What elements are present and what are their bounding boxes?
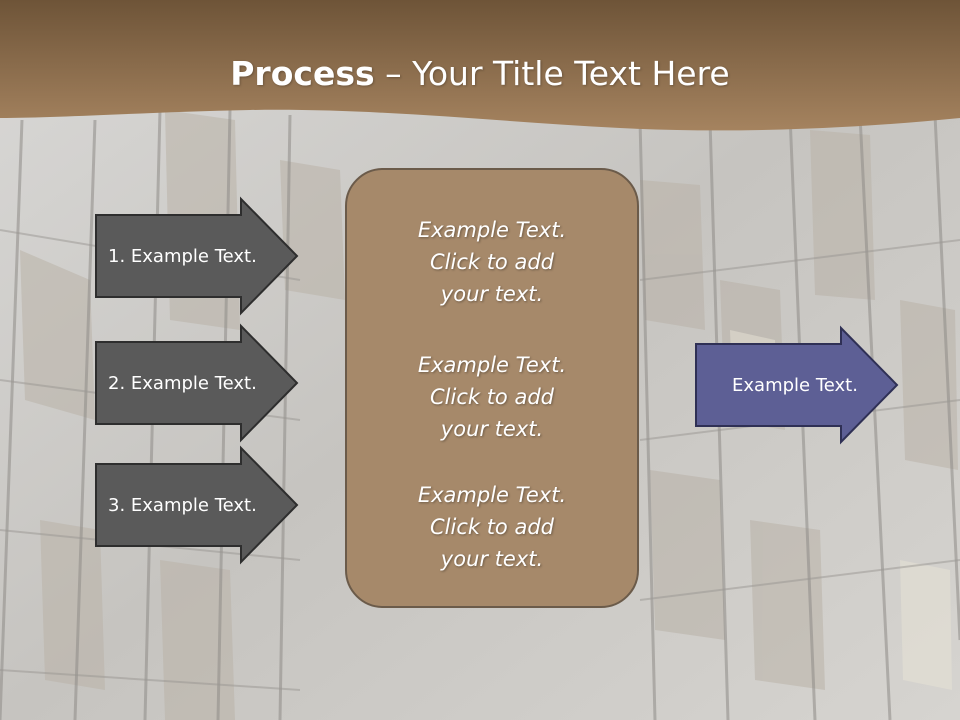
title-bold: Process [230,54,375,93]
panel-block-2-line-3: your text. [440,417,544,441]
center-text-panel[interactable]: Example Text. Click to add your text. Ex… [345,168,639,608]
panel-block-3-line-1: Example Text. [417,483,567,507]
panel-block-3-line-3: your text. [440,547,544,571]
panel-text-block-2[interactable]: Example Text. Click to add your text. [347,349,637,445]
panel-text-block-3[interactable]: Example Text. Click to add your text. [347,479,637,575]
arrow-step-1-label: 1. Example Text. [108,245,257,267]
arrow-step-1-shape [95,196,299,316]
arrow-step-2-label: 2. Example Text. [108,372,257,394]
panel-block-1-line-1: Example Text. [417,218,567,242]
page-title: Process – Your Title Text Here [0,50,960,98]
panel-block-2-line-1: Example Text. [417,353,567,377]
title-rest: – Your Title Text Here [374,54,730,93]
arrow-step-3[interactable]: 3. Example Text. [95,445,299,565]
arrow-step-1[interactable]: 1. Example Text. [95,196,299,316]
panel-block-2-line-2: Click to add [429,385,554,409]
arrow-step-2-shape [95,323,299,443]
arrow-result-shape [695,325,899,445]
arrow-step-3-shape [95,445,299,565]
arrow-step-3-label: 3. Example Text. [108,494,257,516]
arrow-result-label: Example Text. [732,374,858,396]
panel-block-1-line-2: Click to add [429,250,554,274]
arrow-result[interactable]: Example Text. [695,325,899,445]
arrow-step-2[interactable]: 2. Example Text. [95,323,299,443]
panel-block-1-line-3: your text. [440,282,544,306]
panel-text-block-1[interactable]: Example Text. Click to add your text. [347,214,637,310]
panel-block-3-line-2: Click to add [429,515,554,539]
